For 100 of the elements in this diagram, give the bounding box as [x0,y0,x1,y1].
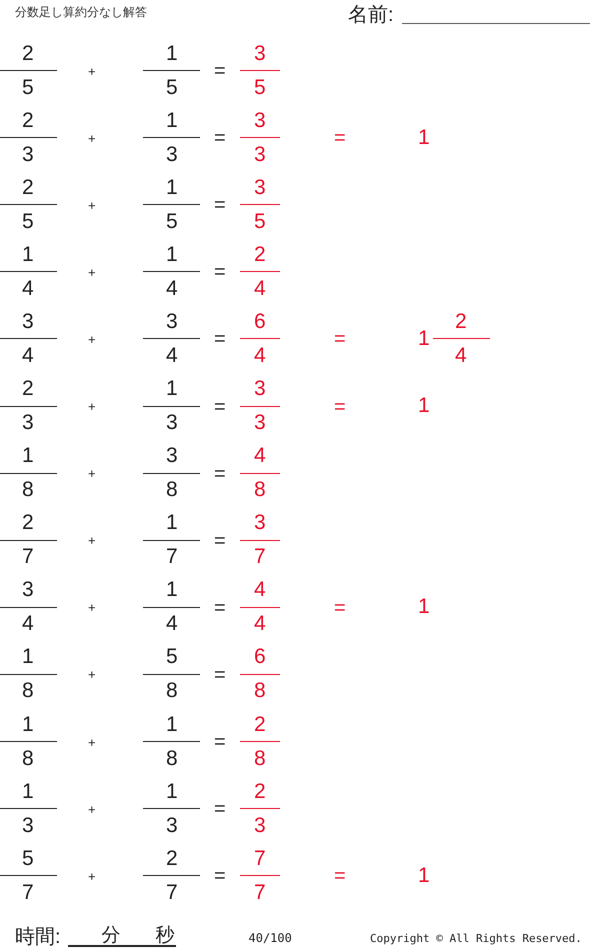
time-label: 時間: [15,927,61,947]
plus-sign: + [88,467,96,480]
plus-sign: + [88,64,96,78]
minutes-unit: 分 [102,926,120,944]
equals-sign: = [214,664,226,685]
denominator: 5 [166,76,178,98]
numerator: 1 [166,110,178,131]
plus-sign: + [88,601,96,614]
denominator: 7 [22,882,34,903]
denominator: 8 [22,479,34,500]
equals-sign: = [214,464,226,484]
denominator: 5 [22,210,34,232]
numerator: 1 [22,780,34,802]
denominator: 3 [166,412,178,433]
whole-number: 1 [418,596,430,618]
denominator: 5 [254,76,266,98]
denominator: 8 [22,680,34,702]
equals-sign: = [214,262,226,282]
denominator: 7 [254,546,266,568]
numerator: 1 [22,445,34,466]
numerator: 3 [166,445,178,466]
score-label: 40/100 [248,932,292,944]
numerator: 2 [22,512,34,534]
seconds-unit: 秒 [156,926,174,944]
numerator: 2 [254,244,266,265]
plus-sign: + [88,266,96,279]
equals-sign: = [214,598,226,618]
numerator: 2 [254,780,266,802]
numerator: 1 [166,780,178,802]
numerator: 1 [22,244,34,265]
numerator: 1 [166,579,178,600]
equals-sign: = [214,530,226,551]
numerator: 3 [254,110,266,131]
numerator: 1 [166,378,178,399]
equals-sign: = [334,866,346,886]
denominator: 4 [254,278,266,299]
plus-sign: + [88,802,96,816]
numerator: 2 [22,378,34,399]
denominator: 4 [22,278,34,299]
equals-sign: = [334,128,346,148]
numerator: 1 [22,646,34,668]
numerator: 1 [166,714,178,734]
whole-number: 1 [418,328,430,349]
denominator: 8 [166,748,178,768]
numerator: 2 [455,310,467,332]
numerator: 1 [166,512,178,534]
copyright-text: Copyright © All Rights Reserved. [370,932,582,944]
equals-sign: = [214,866,226,886]
whole-number: 1 [418,126,430,148]
denominator: 8 [22,748,34,768]
plus-sign: + [88,736,96,748]
denominator: 5 [22,76,34,98]
numerator: 4 [254,445,266,466]
equals-sign: = [214,128,226,148]
numerator: 3 [254,512,266,534]
denominator: 3 [166,144,178,165]
numerator: 4 [254,579,266,600]
denominator: 4 [22,613,34,634]
denominator: 8 [254,680,266,702]
equals-sign: = [214,61,226,81]
denominator: 8 [166,479,178,500]
denominator: 7 [254,882,266,903]
numerator: 2 [22,110,34,131]
denominator: 3 [22,814,34,836]
numerator: 6 [254,646,266,668]
denominator: 3 [22,412,34,433]
denominator: 7 [166,546,178,568]
denominator: 5 [166,210,178,232]
denominator: 8 [166,680,178,702]
plus-sign: + [88,198,96,212]
plus-sign: + [88,668,96,682]
denominator: 4 [22,344,34,366]
numerator: 3 [22,310,34,332]
plus-sign: + [88,332,96,346]
numerator: 2 [254,714,266,734]
whole-number: 1 [418,864,430,886]
numerator: 1 [22,714,34,734]
numerator: 3 [166,310,178,332]
plus-sign: + [88,870,96,883]
denominator: 3 [254,412,266,433]
equals-sign: = [214,799,226,820]
denominator: 7 [22,546,34,568]
denominator: 3 [166,814,178,836]
name-label: 名前: [348,5,394,25]
numerator: 5 [22,848,34,869]
equals-sign: = [334,396,346,416]
denominator: 4 [166,278,178,299]
equals-sign: = [334,598,346,618]
plus-sign: + [88,132,96,145]
denominator: 3 [254,814,266,836]
numerator: 3 [254,378,266,399]
numerator: 5 [166,646,178,668]
numerator: 2 [22,42,34,64]
denominator: 4 [455,344,467,366]
numerator: 1 [166,42,178,64]
denominator: 3 [254,144,266,165]
denominator: 5 [254,210,266,232]
equals-sign: = [334,329,346,350]
numerator: 6 [254,310,266,332]
numerator: 2 [166,848,178,869]
